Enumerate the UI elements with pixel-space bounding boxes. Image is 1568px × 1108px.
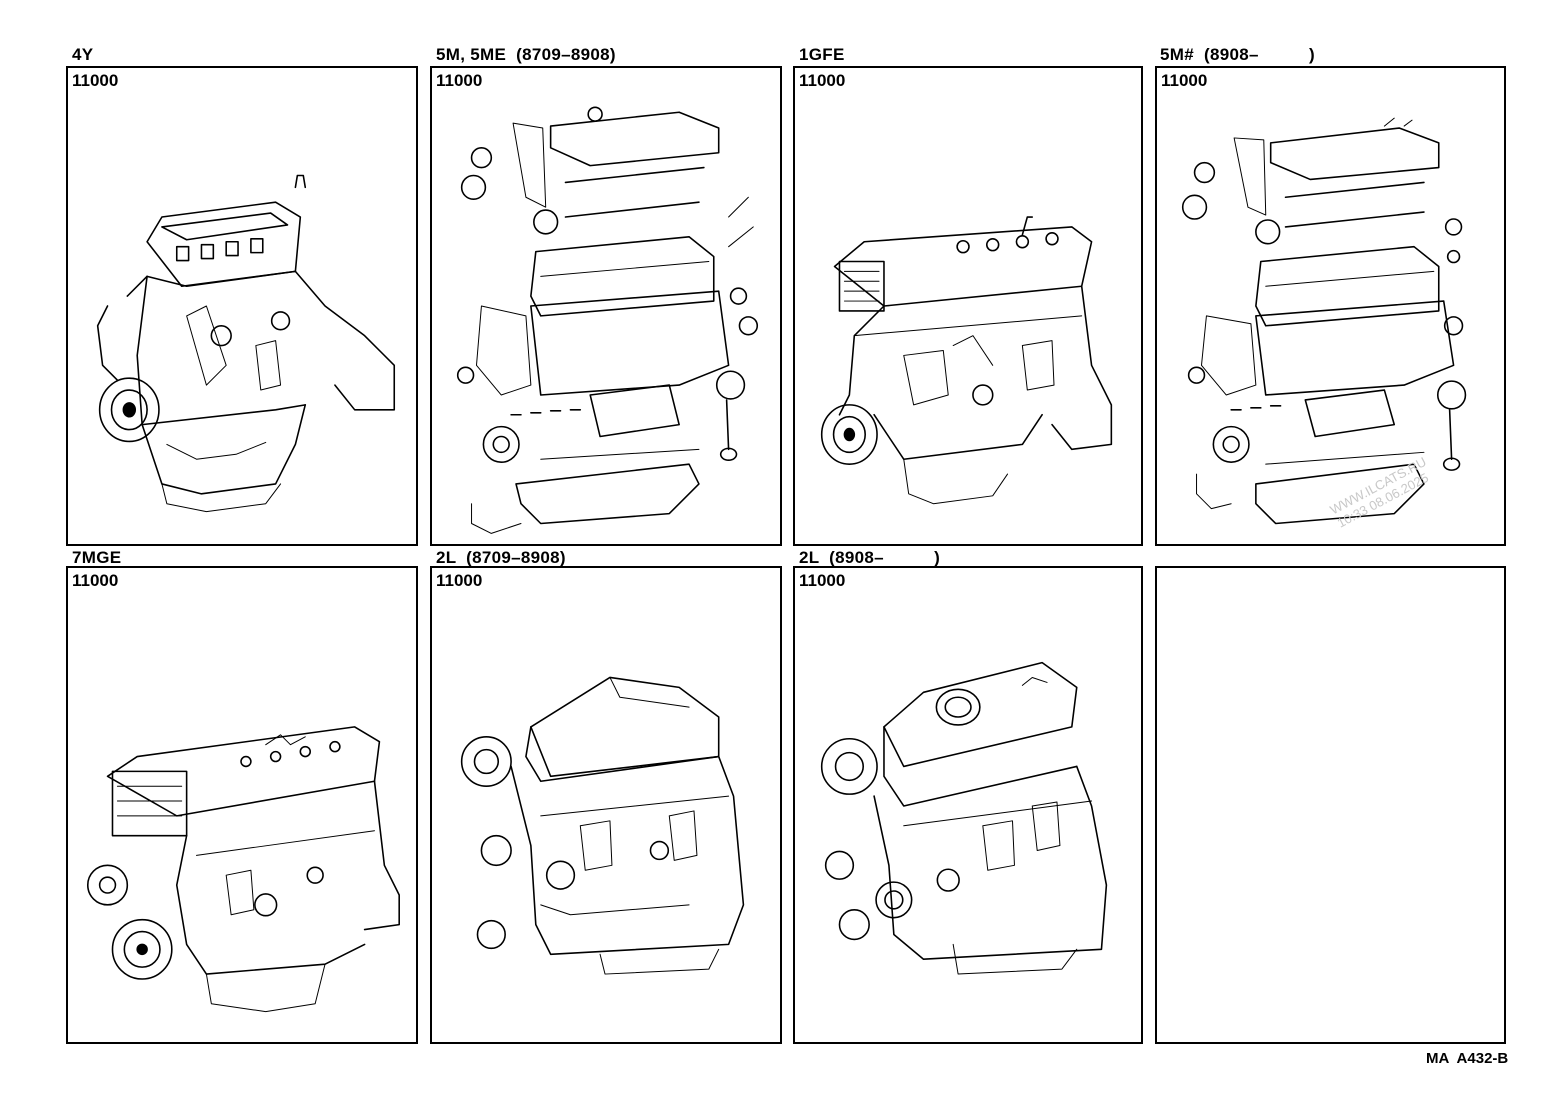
engine-label-7mge: 7MGE — [72, 548, 122, 567]
engine-panel-5m-5me[interactable]: 11000 — [430, 66, 782, 546]
engine-label-4y: 4Y — [72, 45, 94, 64]
engine-assembly-illustration — [460, 676, 745, 975]
engine-assembly-illustration — [820, 216, 1113, 505]
engine-assembly-illustration — [96, 174, 396, 513]
engine-panel-2l-early[interactable]: 11000 — [430, 566, 782, 1044]
engine-panel-empty — [1155, 566, 1506, 1044]
part-number: 11000 — [72, 571, 119, 590]
engine-panel-2l-late[interactable]: 11000 — [793, 566, 1143, 1044]
engine-label-5m-5me: 5M, 5ME (8709–8908) — [436, 45, 616, 64]
engine-exploded-illustration — [1181, 117, 1467, 525]
part-number: 11000 — [72, 71, 119, 90]
part-number: 11000 — [799, 571, 846, 590]
engine-assembly-illustration — [86, 726, 400, 1013]
engine-label-1gfe: 1GFE — [799, 45, 845, 64]
engine-panel-1gfe[interactable]: 11000 — [793, 66, 1143, 546]
engine-panel-5m-hash[interactable]: 11000 — [1155, 66, 1506, 546]
engine-label-2l-late: 2L (8908– ) — [799, 548, 941, 567]
part-number: 11000 — [1161, 71, 1208, 90]
engine-panel-7mge[interactable]: 11000 — [66, 566, 418, 1044]
part-number: 11000 — [436, 71, 483, 90]
engine-label-2l-early: 2L (8709–8908) — [436, 548, 566, 567]
engine-label-5m-hash: 5M# (8908– ) — [1160, 45, 1315, 64]
engine-panel-4y[interactable]: 11000 — [66, 66, 418, 546]
diagram-reference-code: MA A432-B — [1426, 1050, 1509, 1067]
part-number: 11000 — [799, 71, 846, 90]
engine-exploded-illustration — [456, 106, 759, 534]
engine-assembly-illustration — [820, 661, 1108, 975]
part-number: 11000 — [436, 571, 483, 590]
